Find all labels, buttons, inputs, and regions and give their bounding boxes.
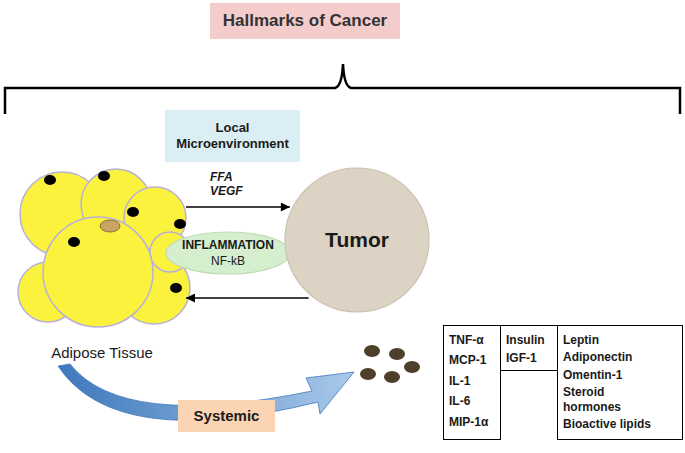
tumor-shape [285, 168, 429, 312]
node-text: MIP-1α [449, 415, 488, 429]
node-text: TNF-α [449, 333, 484, 347]
node-text: IL-6 [449, 394, 470, 408]
cell-nucleus [44, 175, 56, 185]
process-ellipse: INFLAMMATION NF-kB [165, 231, 291, 275]
title-box: Hallmarks of Cancer [210, 3, 400, 39]
node-text: IL-1 [449, 374, 470, 388]
cell-nucleus [68, 237, 80, 247]
node-text: INFLAMMATION [182, 238, 274, 252]
cell-nucleus [127, 207, 139, 217]
ellipse-shape [166, 232, 290, 274]
scope-box: Systemic [178, 400, 275, 432]
particle [384, 371, 400, 383]
particle [389, 348, 405, 360]
flow-arrow [186, 206, 290, 208]
context-box: Local Microenvironment [165, 110, 300, 162]
factor-box: LeptinAdiponectinOmentin-1Steroid hormon… [557, 325, 683, 440]
tumor-circle: Tumor [284, 167, 430, 313]
node-outline [165, 231, 291, 275]
cell-nucleus [100, 220, 120, 232]
nuclei [44, 171, 186, 293]
node-text: Steroid hormones [563, 385, 625, 414]
particle [364, 345, 380, 357]
flow-arrow [186, 297, 309, 299]
cell-nucleus [98, 171, 110, 181]
curly-brace [5, 64, 680, 114]
factor-box: TNF-αMCP-1IL-1IL-6MIP-1α [443, 325, 501, 440]
title-text: Hallmarks of Cancer [223, 11, 387, 31]
node-text: Adiponectin [563, 350, 632, 364]
factor-box: InsulinIGF-1 [500, 325, 558, 371]
particle [360, 368, 376, 380]
node-text: Systemic [194, 407, 260, 425]
node-text: Insulin [506, 333, 545, 347]
fat-cells [18, 169, 190, 327]
cell-nucleus [170, 283, 182, 293]
node-text: Bioactive lipids [563, 417, 651, 431]
node-text: NF-kB [211, 254, 245, 268]
particle [404, 361, 420, 373]
node-text: Leptin [563, 333, 599, 347]
node-text: Adipose Tissue [51, 344, 153, 362]
fat-cell [43, 217, 153, 327]
node-text: MCP-1 [449, 353, 486, 367]
edge-label: FFA VEGF [210, 170, 250, 199]
circulating-particles [360, 345, 420, 383]
node-text: IGF-1 [506, 351, 537, 365]
node-text: Omentin-1 [563, 368, 622, 382]
tissue-group: Adipose Tissue [18, 168, 186, 364]
node-text: Local Microenvironment [165, 120, 300, 151]
node-text: Tumor [325, 227, 389, 252]
cell-nucleus [174, 219, 186, 229]
